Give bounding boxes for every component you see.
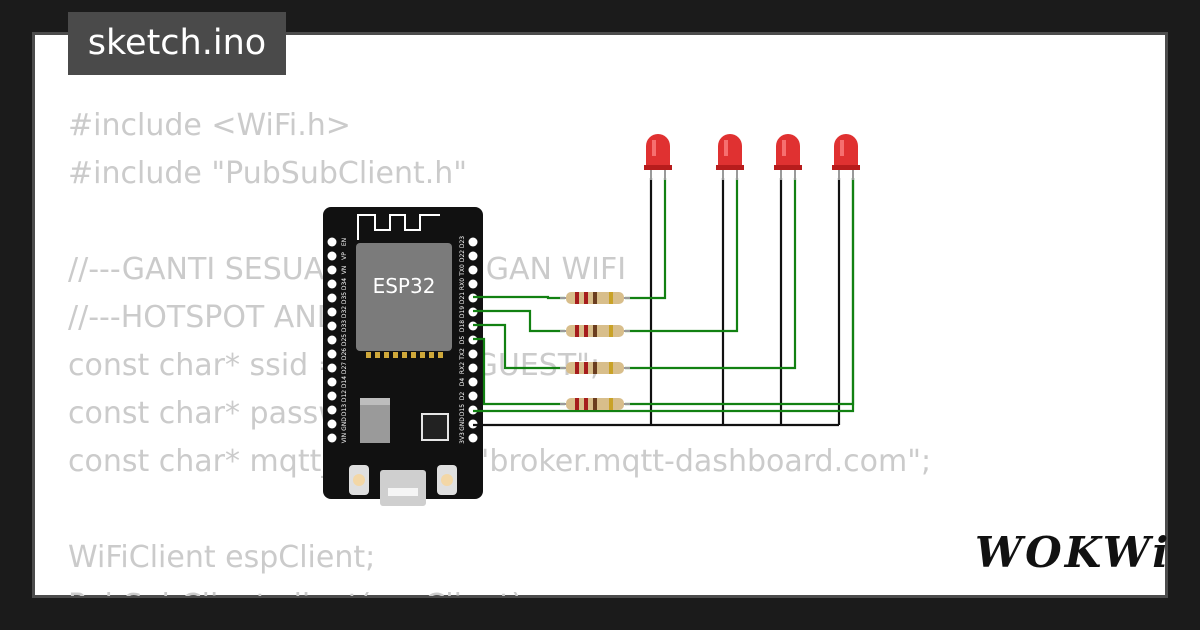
pin-label: D15 [459, 404, 466, 416]
led-red[interactable] [832, 134, 860, 180]
boot-button[interactable] [349, 465, 369, 495]
pin-label: D19 [459, 306, 466, 318]
esp32-board[interactable]: ESP32 ENVPVND34D35D32D33D25D26D27D14D12D… [323, 207, 483, 506]
pin-left[interactable] [327, 265, 337, 275]
pin-label: EN [341, 238, 348, 246]
resistor[interactable] [560, 362, 630, 374]
wokwi-logo: WOKWi [975, 528, 1172, 577]
pin-left[interactable] [327, 293, 337, 303]
pin-left[interactable] [327, 335, 337, 345]
pin-label: TX0 [459, 264, 466, 277]
signal-wire [473, 323, 565, 370]
signal-wire [473, 178, 855, 413]
code-line: WiFiClient espClient; [68, 540, 376, 575]
pin-left[interactable] [327, 321, 337, 331]
pin-right[interactable] [468, 377, 478, 387]
preview-card [32, 32, 1168, 598]
esp32-chip: ESP32 [356, 243, 452, 351]
pin-right[interactable] [468, 237, 478, 247]
file-tab[interactable]: sketch.ino [68, 12, 286, 75]
pin-label: D23 [459, 236, 466, 248]
led-red[interactable] [644, 134, 672, 180]
led-red[interactable] [774, 134, 802, 180]
resistor[interactable] [560, 325, 630, 337]
resistor[interactable] [560, 292, 630, 304]
pin-left[interactable] [327, 391, 337, 401]
pin-left[interactable] [327, 251, 337, 261]
pin-label: D4 [459, 378, 466, 387]
pin-label: D22 [459, 250, 466, 262]
signal-wire [625, 178, 667, 300]
code-line: PubSubClient client(espClient); [68, 582, 1068, 596]
pin-label: D34 [341, 278, 348, 290]
pin-label: D21 [459, 292, 466, 304]
pin-left[interactable] [327, 349, 337, 359]
signal-wire [625, 178, 797, 370]
pin-label: GND [459, 417, 466, 431]
code-line: #include <WiFi.h> [68, 108, 351, 143]
led-red[interactable] [716, 134, 744, 180]
pin-label: TX2 [459, 348, 466, 361]
pin-label: 3V3 [459, 432, 466, 444]
usb-chip [421, 413, 449, 441]
pin-label: D27 [341, 362, 348, 374]
pin-right[interactable] [468, 251, 478, 261]
pin-label: GND [341, 417, 348, 431]
signal-wire [473, 309, 565, 333]
pin-left[interactable] [327, 237, 337, 247]
pin-label: D26 [341, 348, 348, 360]
pin-label: VP [341, 252, 348, 260]
pin-label: D13 [341, 404, 348, 416]
pin-left[interactable] [327, 279, 337, 289]
pin-left[interactable] [327, 307, 337, 317]
signal-wire [625, 178, 739, 333]
pin-label: RX0 [459, 278, 466, 290]
signal-wire [473, 295, 565, 300]
pin-label: D14 [341, 376, 348, 388]
pin-left[interactable] [327, 419, 337, 429]
pin-label: D12 [341, 390, 348, 402]
pin-right[interactable] [468, 349, 478, 359]
pin-label: VIN [341, 433, 348, 443]
pin-label: D2 [459, 392, 466, 401]
pin-right[interactable] [468, 279, 478, 289]
pin-left[interactable] [327, 405, 337, 415]
pin-label: D35 [341, 292, 348, 304]
pin-right[interactable] [468, 433, 478, 443]
pin-label: D32 [341, 306, 348, 318]
pin-left[interactable] [327, 363, 337, 373]
pin-label: D18 [459, 320, 466, 332]
pin-right[interactable] [468, 265, 478, 275]
signal-wire [473, 337, 565, 406]
pin-label: D33 [341, 320, 348, 332]
signal-wire [625, 178, 855, 406]
chip-label: ESP32 [373, 274, 436, 298]
reset-button[interactable] [437, 465, 457, 495]
pin-right[interactable] [468, 363, 478, 373]
pin-label: D5 [459, 336, 466, 345]
pin-right[interactable] [468, 391, 478, 401]
pin-label: VN [341, 266, 348, 275]
resistor[interactable] [560, 398, 630, 410]
voltage-regulator [360, 403, 390, 443]
pin-left[interactable] [327, 377, 337, 387]
code-line: #include "PubSubClient.h" [68, 156, 468, 191]
pin-label: RX2 [459, 362, 466, 374]
pin-left[interactable] [327, 433, 337, 443]
pin-label: D25 [341, 334, 348, 346]
